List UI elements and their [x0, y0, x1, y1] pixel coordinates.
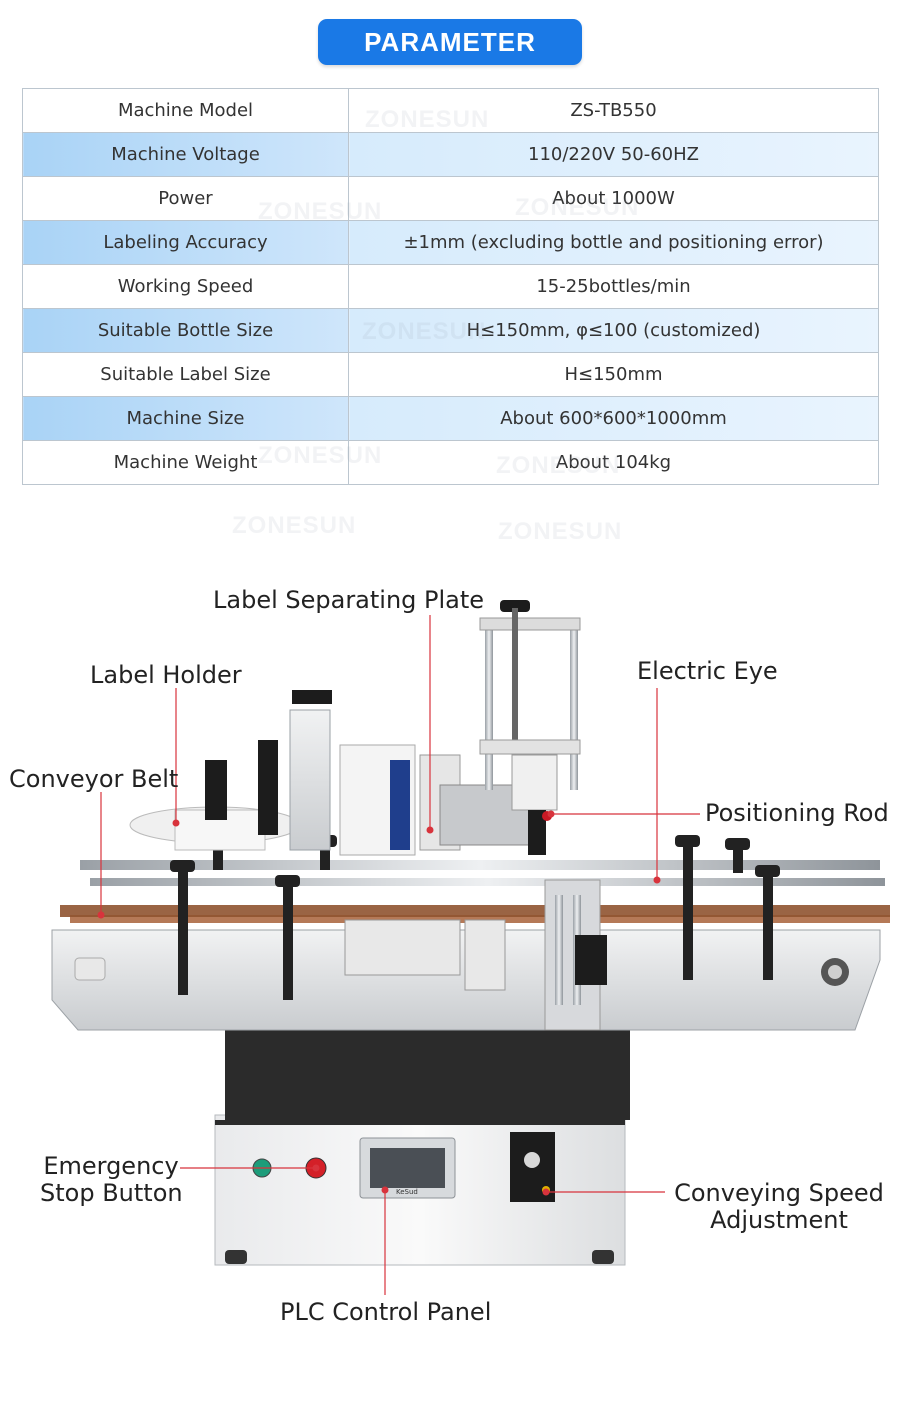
- watermark: ZONESUN: [232, 512, 357, 539]
- param-label: Suitable Bottle Size: [22, 308, 349, 353]
- table-row: Working Speed 15-25bottles/min: [22, 264, 879, 309]
- watermark: ZONESUN: [365, 106, 490, 133]
- param-label: Suitable Label Size: [22, 352, 349, 397]
- param-value: 15-25bottles/min: [348, 264, 879, 309]
- param-label: Machine Model: [22, 88, 349, 133]
- parameter-table: Machine Model ZS-TB550 Machine Voltage 1…: [22, 88, 879, 485]
- callout-positioning-rod: Positioning Rod: [705, 799, 889, 827]
- labeling-head: [289, 600, 581, 856]
- callout-emergency-stop-line1: Emergency: [43, 1152, 179, 1180]
- positioning-assembly: [344, 879, 607, 1031]
- watermark: ZONESUN: [496, 452, 621, 479]
- table-row: Machine Weight About 104kg: [22, 440, 879, 485]
- param-value: About 1000W: [348, 176, 879, 221]
- param-value: About 104kg: [348, 440, 879, 485]
- callout-plc-control-panel: PLC Control Panel: [280, 1298, 492, 1326]
- callout-emergency-stop-line2: Stop Button: [40, 1179, 183, 1207]
- callout-conveying-speed-line2: Adjustment: [710, 1206, 848, 1234]
- callout-conveyor-belt: Conveyor Belt: [9, 765, 179, 793]
- watermark: ZONESUN: [362, 318, 487, 345]
- labeling-machine-illustration: KeSud: [51, 600, 890, 1295]
- param-value: 110/220V 50-60HZ: [348, 132, 879, 177]
- param-value: ZS-TB550: [348, 88, 879, 133]
- param-value: ±1mm (excluding bottle and positioning e…: [348, 220, 879, 265]
- table-row: Labeling Accuracy ±1mm (excluding bottle…: [22, 220, 879, 265]
- param-label: Machine Weight: [22, 440, 349, 485]
- param-label: Working Speed: [22, 264, 349, 309]
- watermark: ZONESUN: [258, 442, 383, 469]
- param-label: Machine Voltage: [22, 132, 349, 177]
- machine-diagram: KeSud Label Separating Plate Label Holde…: [0, 560, 900, 1412]
- callout-label-holder: Label Holder: [90, 661, 242, 689]
- table-row: Power About 1000W: [22, 176, 879, 221]
- label-holder: [129, 740, 301, 851]
- control-panel: KeSud: [215, 1120, 625, 1202]
- table-row: Machine Size About 600*600*1000mm: [22, 396, 879, 441]
- parameter-banner: PARAMETER: [318, 19, 582, 65]
- table-row: Suitable Bottle Size H≤150mm, φ≤100 (cus…: [22, 308, 879, 353]
- parameter-banner-title: PARAMETER: [364, 26, 536, 57]
- table-row: Machine Voltage 110/220V 50-60HZ: [22, 132, 879, 177]
- callout-lines: [97, 615, 700, 1295]
- callout-label-separating-plate: Label Separating Plate: [213, 586, 485, 614]
- table-row: Suitable Label Size H≤150mm: [22, 352, 879, 397]
- callout-emergency-stop-button: Emergency Stop Button: [40, 1152, 183, 1207]
- param-value: H≤150mm: [348, 352, 879, 397]
- watermark: ZONESUN: [498, 518, 623, 545]
- watermark: ZONESUN: [258, 198, 383, 225]
- param-value: About 600*600*1000mm: [348, 396, 879, 441]
- table-row: Machine Model ZS-TB550: [22, 88, 879, 133]
- param-label: Machine Size: [22, 396, 349, 441]
- hmi-brand: KeSud: [396, 1188, 418, 1196]
- callout-conveying-speed-line1: Conveying Speed: [674, 1179, 884, 1207]
- param-label: Labeling Accuracy: [22, 220, 349, 265]
- callout-electric-eye: Electric Eye: [637, 657, 778, 685]
- param-value: H≤150mm, φ≤100 (customized): [348, 308, 879, 353]
- watermark: ZONESUN: [515, 194, 640, 221]
- rail-knobs: [170, 835, 780, 1000]
- callout-conveying-speed-adjustment: Conveying Speed Adjustment: [670, 1180, 888, 1234]
